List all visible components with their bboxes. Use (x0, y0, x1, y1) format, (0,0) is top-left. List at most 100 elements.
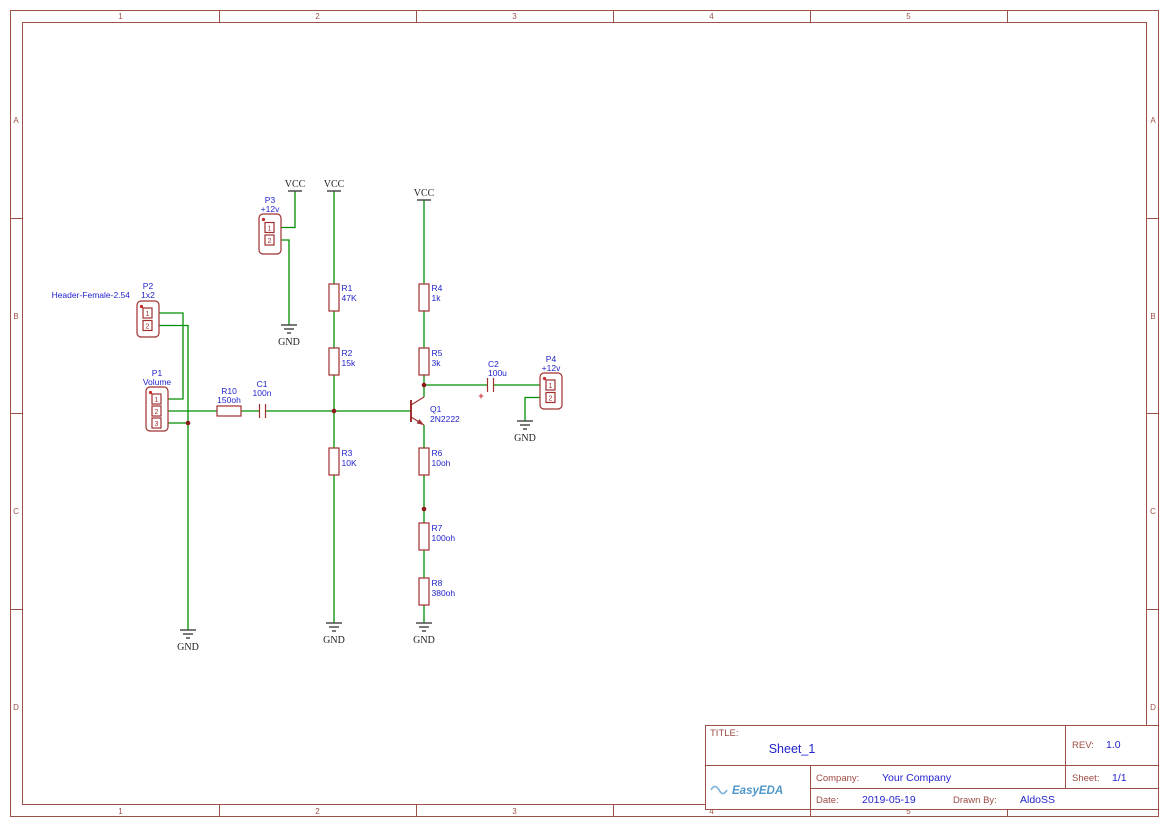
frame-inner-border (22, 22, 1147, 805)
junction-dot (421, 506, 427, 512)
connector-p4[interactable]: P4 +12v 1 2 (539, 354, 563, 410)
logo-wave-icon (710, 785, 728, 795)
resistor-r2[interactable]: R2 15k (328, 347, 356, 376)
vcc-port-3[interactable]: VCC (414, 188, 435, 201)
ref-label: R7 (432, 523, 443, 533)
vcc-port-1[interactable]: VCC (285, 179, 306, 192)
pin-pad (264, 234, 275, 246)
ruler-col-label: 2 (315, 12, 320, 21)
connector-p3[interactable]: P3 +12v 1 2 (258, 195, 282, 255)
pin-pad (142, 319, 153, 332)
value-label: +12v (542, 363, 561, 373)
pin-number: 2 (268, 238, 272, 245)
wire-segment[interactable] (159, 324, 189, 631)
wires (159, 191, 540, 630)
pin-number: 1 (146, 311, 150, 318)
resistor-r7[interactable]: R7 100oh (418, 522, 455, 551)
resistor-body (328, 447, 340, 476)
resistor-body (418, 447, 430, 476)
pin-pad (264, 221, 275, 234)
ref-label: P1 (152, 368, 163, 378)
ruler-row-label: A (13, 116, 19, 125)
vcc-port-2[interactable]: VCC (324, 179, 345, 192)
pin1-marker-icon (148, 390, 153, 395)
rev-label: REV: (1072, 740, 1094, 751)
value-label: 1k (432, 293, 442, 303)
connector-p1[interactable]: P1 Volume 1 2 3 (143, 368, 172, 432)
resistor-r10[interactable]: R10 150oh (216, 386, 242, 417)
date-label: Date: (816, 795, 839, 806)
ruler-row-label: B (13, 312, 18, 321)
connector-body (258, 213, 282, 255)
ref-label: R4 (432, 283, 443, 293)
vcc-label: VCC (324, 179, 345, 190)
ground-icon (325, 622, 343, 632)
ref-label: P4 (546, 354, 557, 364)
pin-number: 1 (155, 397, 159, 404)
ruler-col-label: 3 (512, 12, 517, 21)
wire-segment[interactable] (281, 239, 290, 325)
resistor-body (418, 347, 430, 376)
resistor-r5[interactable]: R5 3k (418, 347, 443, 376)
value-label: 1x2 (141, 290, 155, 300)
capacitor-c2[interactable]: C2 100u + (478, 359, 507, 401)
pin-number: 2 (549, 396, 553, 403)
value-label: 150oh (217, 395, 241, 405)
ruler-row-label: C (1150, 507, 1156, 516)
net-ports: VCC VCC VCC GND GND GND GND GND (177, 179, 536, 653)
wire-segment[interactable] (281, 191, 296, 229)
wire-segment[interactable] (159, 312, 184, 400)
connector-body (145, 386, 169, 432)
wire-segment[interactable] (524, 396, 540, 422)
sheet-value: 1/1 (1112, 772, 1127, 784)
value-label: 380oh (432, 588, 456, 598)
ref-label: R8 (432, 578, 443, 588)
resistor-body (418, 577, 430, 606)
connector-p2[interactable]: Header-Female-2.54 P2 1x2 1 2 (52, 281, 160, 338)
gnd-port-2[interactable]: GND (177, 629, 199, 653)
ref-label: C2 (488, 359, 499, 369)
drawn-by-value: AldoSS (1020, 794, 1055, 806)
junction-dot (331, 408, 337, 414)
gnd-port-1[interactable]: GND (278, 324, 300, 348)
resistor-r6[interactable]: R6 10oh (418, 447, 451, 476)
frame-outer-border (10, 10, 1159, 817)
vcc-label: VCC (414, 188, 435, 199)
pin-pad (151, 405, 162, 417)
ruler-col-label: 4 (709, 12, 714, 21)
resistor-r4[interactable]: R4 1k (418, 283, 443, 312)
ref-label: P2 (143, 281, 154, 291)
company-label: Company: (816, 773, 859, 784)
ground-icon (516, 420, 534, 430)
sheet-title: Sheet_1 (769, 742, 816, 756)
vcc-label: VCC (285, 179, 306, 190)
rev-value: 1.0 (1106, 739, 1121, 751)
junction-dot (185, 420, 191, 426)
gnd-port-3[interactable]: GND (323, 622, 345, 646)
resistor-r8[interactable]: R8 380oh (418, 577, 456, 606)
gnd-label: GND (514, 433, 536, 444)
resistor-r3[interactable]: R3 10K (328, 447, 357, 476)
transistor-q1[interactable]: Q1 2N2222 (410, 396, 460, 426)
title-label: TITLE: (710, 728, 739, 739)
ref-label: R1 (342, 283, 353, 293)
gnd-port-5[interactable]: GND (514, 420, 536, 444)
logo-text: EasyEDA (732, 785, 783, 797)
resistor-body (328, 283, 340, 312)
part-desc-label: Header-Female-2.54 (52, 290, 131, 300)
company-value: Your Company (882, 772, 952, 784)
resistor-body (216, 405, 242, 417)
value-label: 10K (342, 458, 357, 468)
gnd-label: GND (177, 642, 199, 653)
sheet-label: Sheet: (1072, 773, 1099, 784)
gnd-port-4[interactable]: GND (413, 622, 435, 646)
junctions (185, 382, 427, 512)
gnd-label: GND (323, 635, 345, 646)
capacitor-c1[interactable]: C1 100n (253, 379, 272, 418)
ruler-row-label: B (1150, 312, 1155, 321)
gnd-label: GND (278, 337, 300, 348)
resistor-r1[interactable]: R1 47K (328, 283, 357, 312)
value-label: 3k (432, 358, 442, 368)
ref-label: P3 (265, 195, 276, 205)
